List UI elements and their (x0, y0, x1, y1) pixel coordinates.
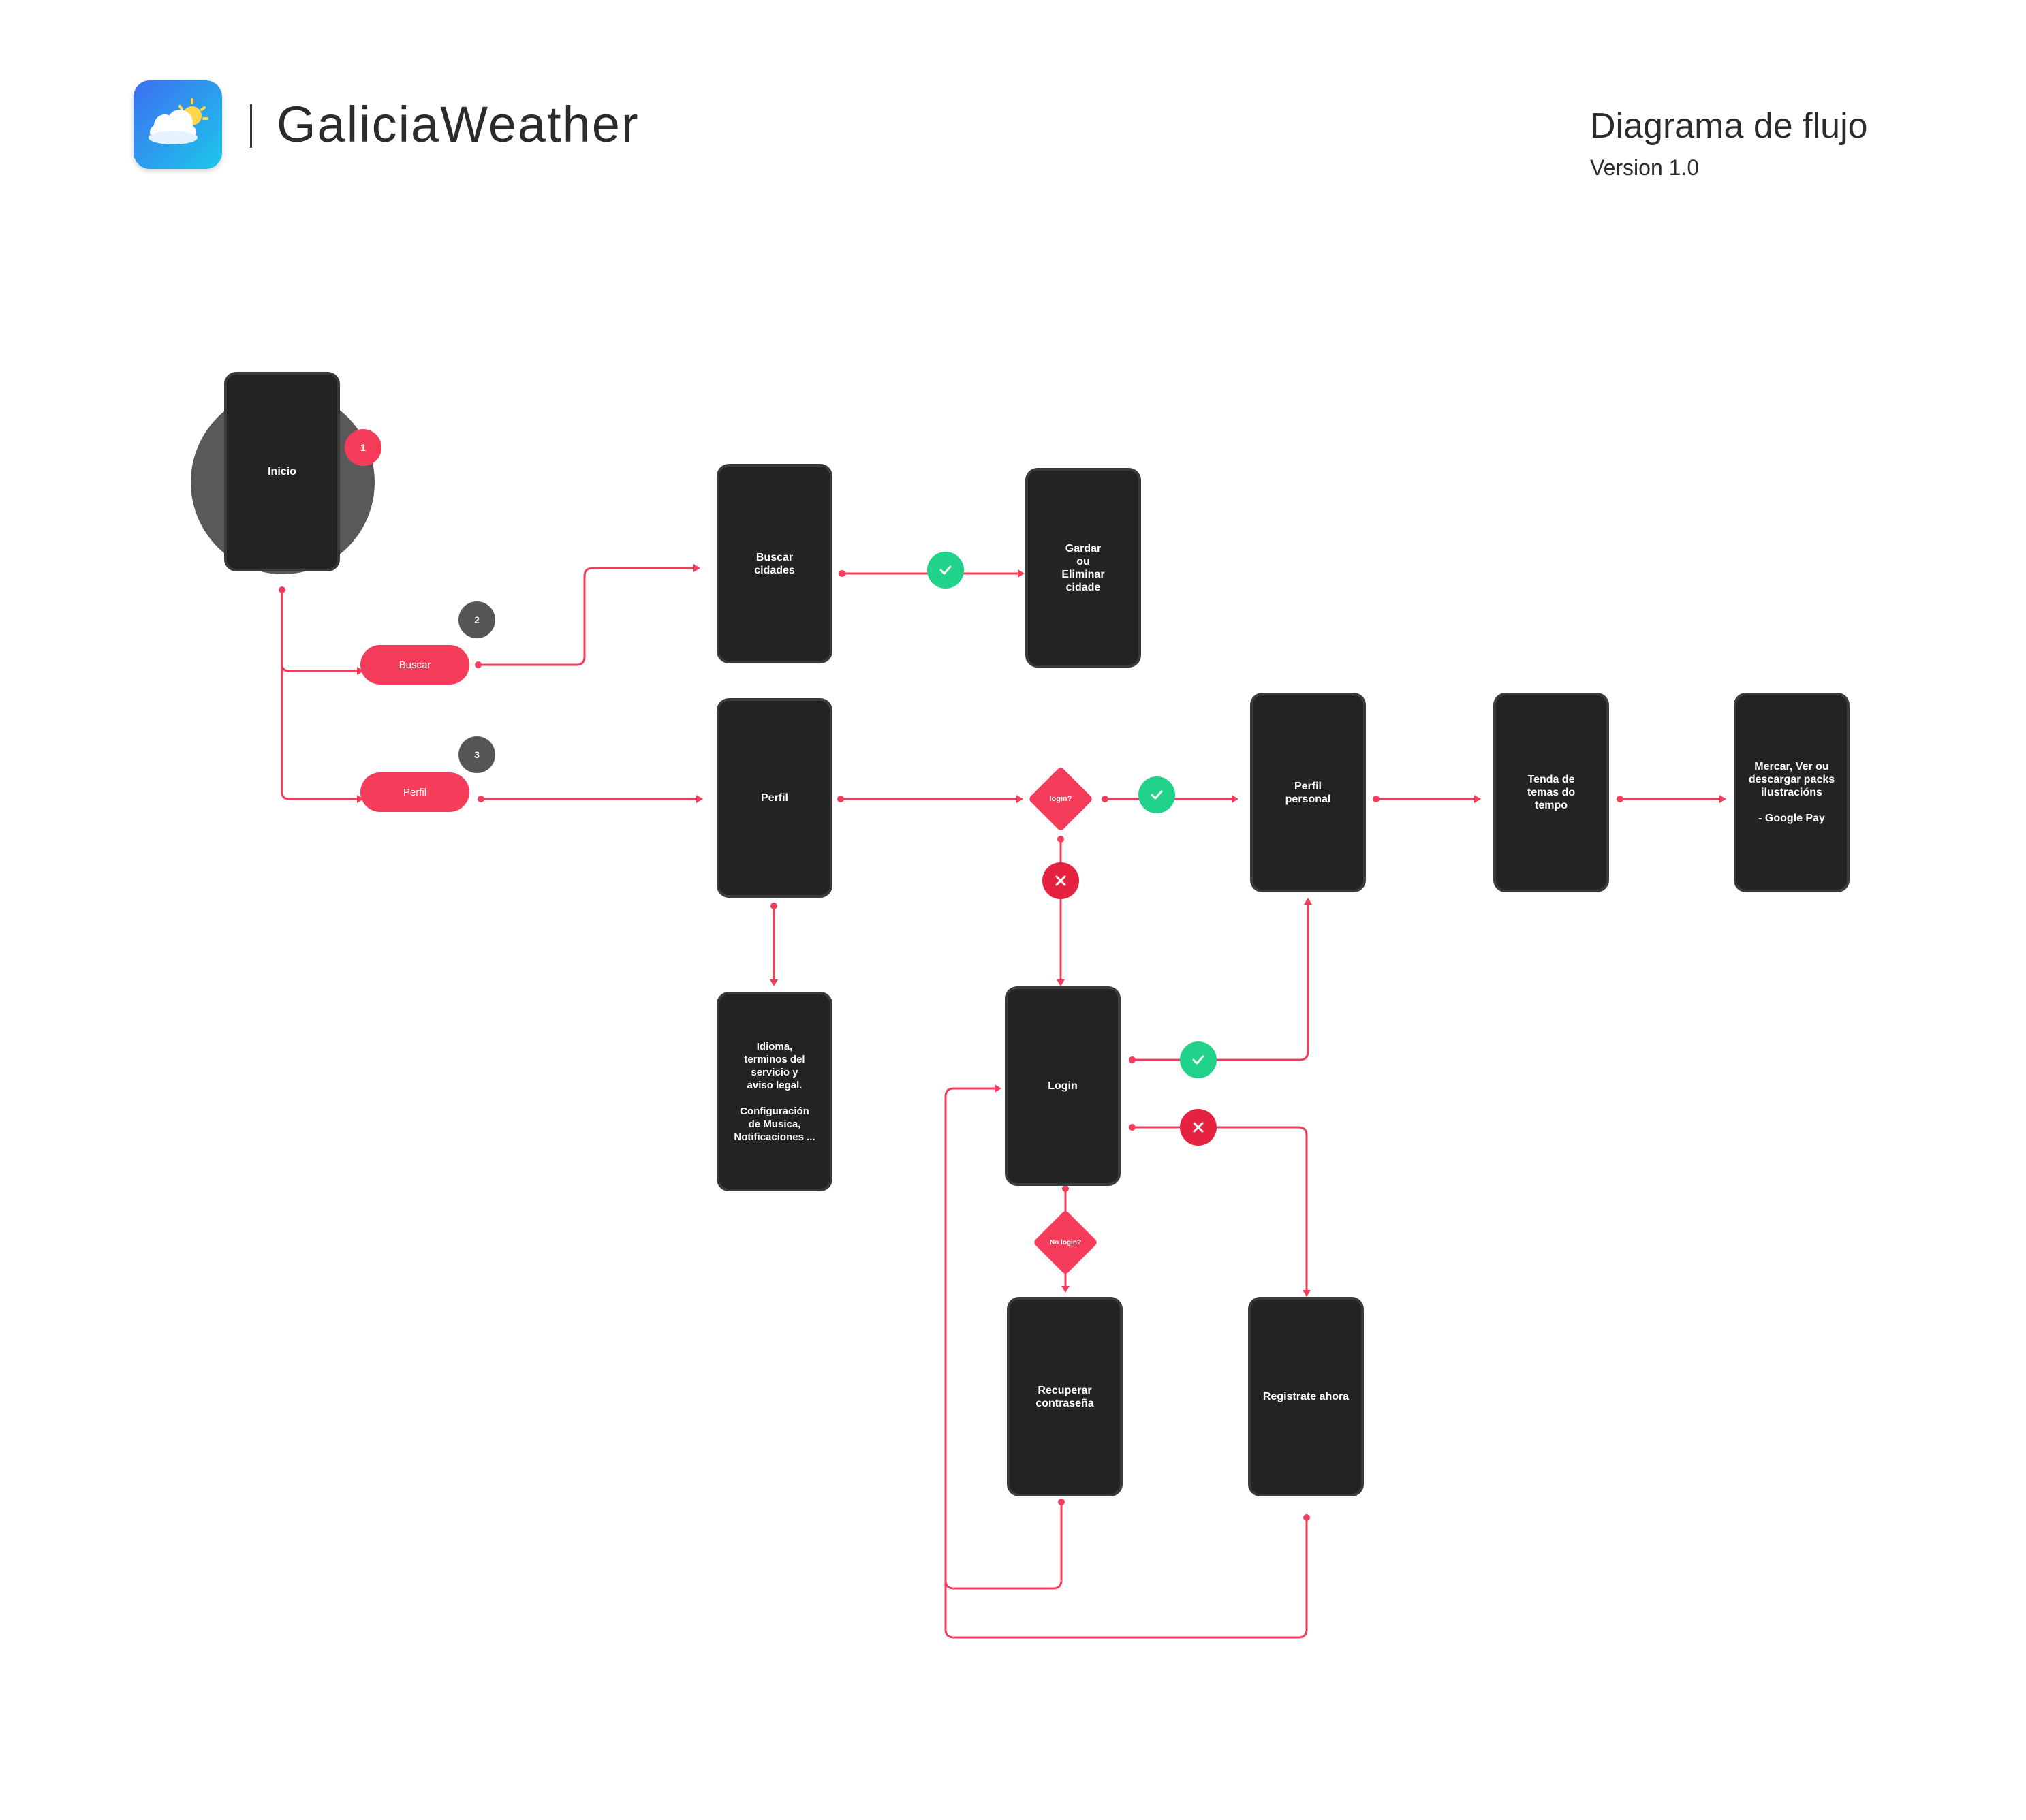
screen-label: Idioma, terminos del servicio y aviso le… (734, 1040, 815, 1143)
screen-mercar-packs[interactable]: Mercar, Ver ou descargar packs ilustraci… (1734, 693, 1850, 892)
close-icon (1055, 875, 1066, 886)
screen-login[interactable]: Login (1005, 986, 1121, 1186)
decision-login: login? (1027, 766, 1094, 832)
screen-label: Perfil personal (1285, 780, 1331, 805)
document-title: Diagrama de flujo (1590, 106, 1868, 146)
decision-no-login: No login? (1032, 1209, 1099, 1276)
success-indicator (1138, 776, 1175, 813)
header-divider (250, 104, 252, 148)
failure-indicator (1042, 862, 1079, 899)
cloud-sun-icon (149, 98, 208, 144)
screen-gardar-eliminar[interactable]: Gardar ou Eliminar cidade (1025, 468, 1141, 668)
screen-label: Inicio (268, 466, 296, 477)
check-icon (1192, 1055, 1204, 1065)
screen-label: Buscar cidades (754, 551, 795, 576)
screen-label: Registrate ahora (1262, 1391, 1350, 1402)
screen-label: Recuperar contraseña (1035, 1384, 1094, 1409)
failure-indicator (1180, 1109, 1217, 1146)
screen-inicio[interactable]: Inicio (224, 372, 340, 571)
step-badge-1: 1 (345, 429, 381, 466)
perfil-button[interactable]: Perfil (360, 772, 469, 812)
screen-label: Gardar ou Eliminar cidade (1061, 542, 1105, 593)
app-title: GaliciaWeather (277, 96, 640, 153)
screen-buscar-cidades[interactable]: Buscar cidades (717, 464, 832, 663)
screen-label: Perfil (760, 792, 788, 804)
screen-label: Tenda de temas do tempo (1527, 774, 1576, 811)
screen-label: Login (1048, 1080, 1078, 1092)
decision-label: login? (1049, 795, 1072, 803)
screen-perfil-personal[interactable]: Perfil personal (1250, 693, 1366, 892)
screen-recuperar-contrasena[interactable]: Recuperar contraseña (1007, 1297, 1123, 1496)
screen-tenda-temas[interactable]: Tenda de temas do tempo (1493, 693, 1609, 892)
step-badge-2: 2 (458, 601, 495, 638)
step-badge-3: 3 (458, 736, 495, 773)
check-icon (1151, 790, 1163, 800)
success-indicator (1180, 1041, 1217, 1078)
screen-registrate[interactable]: Registrate ahora (1248, 1297, 1364, 1496)
screen-perfil[interactable]: Perfil (717, 698, 832, 898)
screen-idioma-configuracion[interactable]: Idioma, terminos del servicio y aviso le… (717, 992, 832, 1191)
screen-label: Mercar, Ver ou descargar packs ilustraci… (1748, 761, 1835, 824)
close-icon (1193, 1122, 1204, 1133)
check-icon (939, 565, 952, 575)
document-version: Version 1.0 (1590, 155, 1700, 180)
app-icon (134, 80, 222, 169)
success-indicator (927, 552, 964, 589)
decision-label: No login? (1049, 1238, 1082, 1246)
buscar-button[interactable]: Buscar (360, 645, 469, 685)
